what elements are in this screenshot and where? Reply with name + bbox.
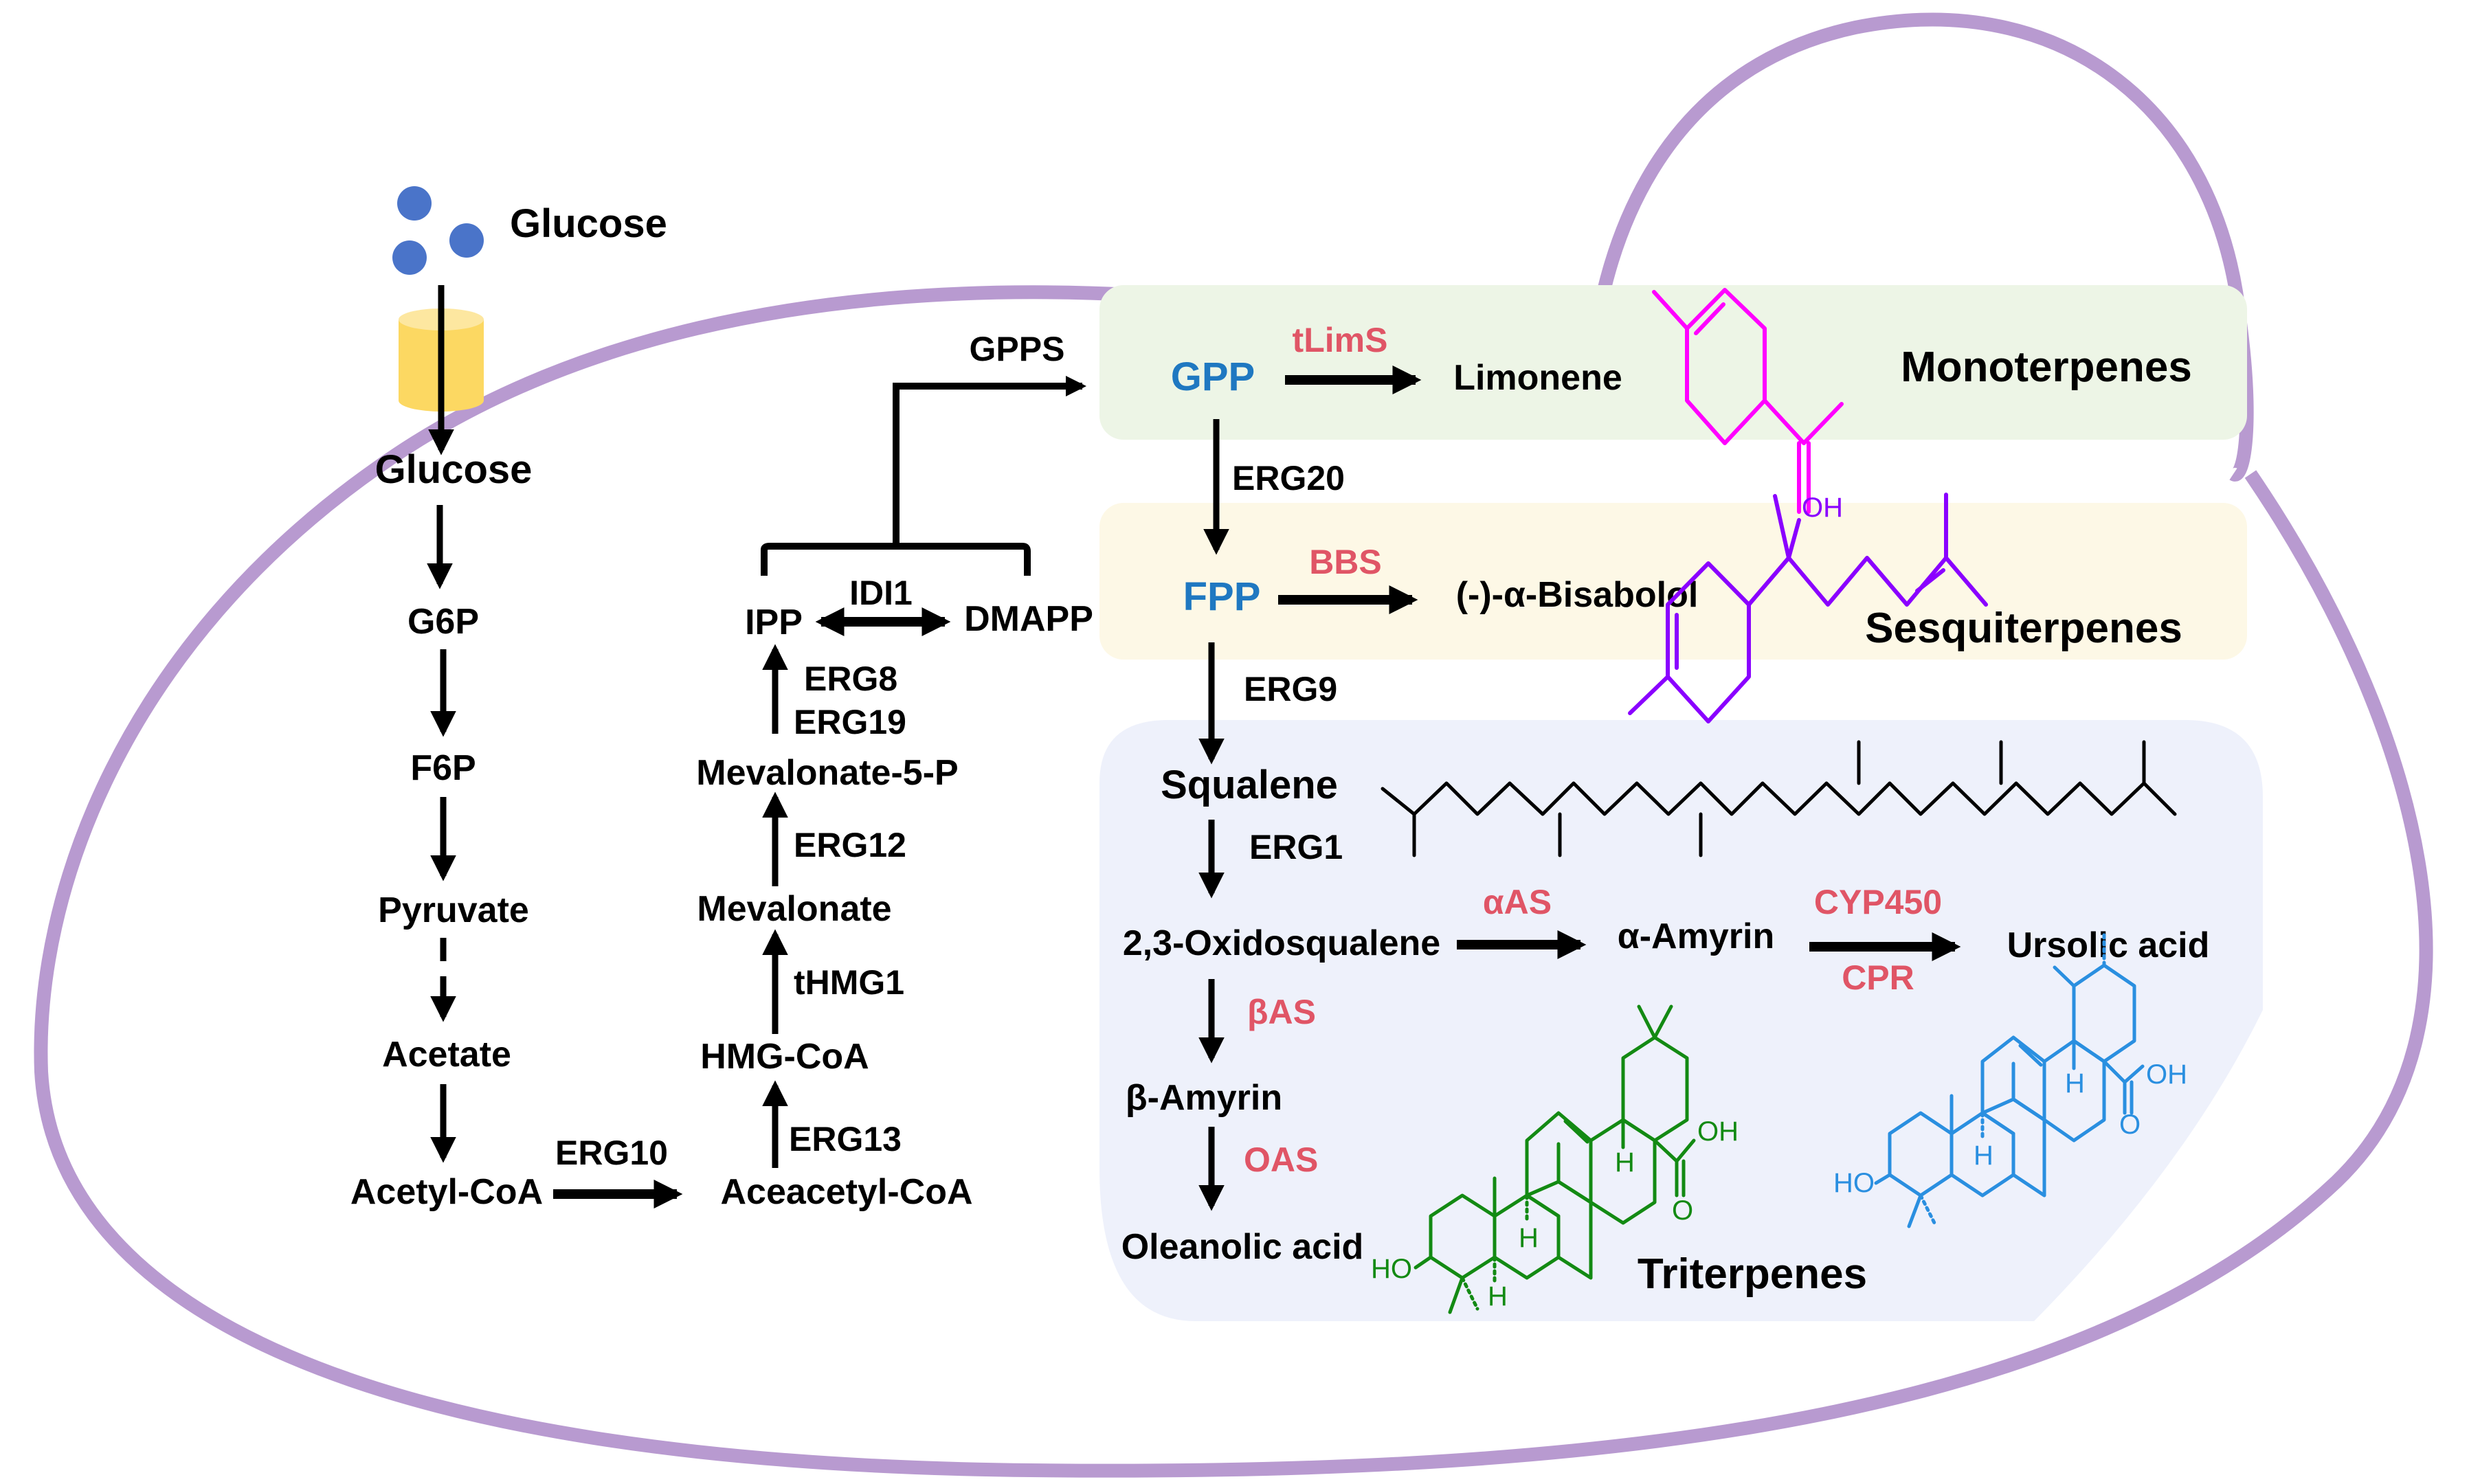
metabolite-ipp: IPP xyxy=(745,603,803,642)
metabolite-f6p: F6P xyxy=(410,748,476,788)
arrow-gpps xyxy=(893,376,1086,546)
enzyme-erg12: ERG12 xyxy=(794,826,906,864)
enzyme-erg9: ERG9 xyxy=(1244,670,1337,708)
metabolite-acetyl-coa: Acetyl-CoA xyxy=(350,1172,543,1212)
ursolic-acid-structure xyxy=(1874,932,2145,1228)
ursolic-h-label: H xyxy=(1974,1140,1993,1171)
ursolic-h-label: H xyxy=(2065,1068,2085,1099)
oleanolic-o-label: O xyxy=(1672,1195,1693,1226)
enzyme-tlims: tLimS xyxy=(1293,321,1388,359)
oleanolic-h-label: H xyxy=(1488,1281,1508,1312)
metabolite-oxidosqualene: 2,3-Oxidosqualene xyxy=(1123,923,1440,963)
oleanolic-h-label: H xyxy=(1519,1223,1539,1253)
metabolite-acetate: Acetate xyxy=(382,1035,511,1075)
metabolite-aceacetyl-coa: Aceacetyl-CoA xyxy=(720,1172,972,1212)
metabolite-oleanolic-acid: Oleanolic acid xyxy=(1121,1227,1364,1267)
metabolite-pyruvate: Pyruvate xyxy=(378,890,529,930)
bisabolol-oh-label: OH xyxy=(1802,493,1843,523)
metabolite-dmapp: DMAPP xyxy=(964,599,1093,639)
ursolic-o-label: O xyxy=(2119,1110,2141,1140)
oleanolic-oh-label: OH xyxy=(1697,1116,1739,1147)
class-triterpenes: Triterpenes xyxy=(1638,1250,1867,1298)
enzyme-beta-as: βAS xyxy=(1247,993,1316,1031)
squalene-structure xyxy=(1381,740,2177,857)
enzyme-cpr: CPR xyxy=(1842,958,1914,997)
enzyme-bbs: BBS xyxy=(1309,543,1382,581)
oleanolic-ho-label: HO xyxy=(1371,1254,1412,1284)
class-monoterpenes: Monoterpenes xyxy=(1901,344,2192,391)
enzyme-erg13: ERG13 xyxy=(789,1120,902,1158)
oleanolic-h-label: H xyxy=(1615,1147,1635,1178)
enzyme-erg10: ERG10 xyxy=(555,1134,668,1172)
glucose-molecule-dot xyxy=(449,223,484,258)
enzyme-idi1: IDI1 xyxy=(849,574,913,612)
extracellular-glucose-label: Glucose xyxy=(510,201,667,246)
enzyme-thmg1: tHMG1 xyxy=(794,963,904,1002)
metabolite-ursolic-acid: Ursolic acid xyxy=(2007,925,2210,965)
triterpene-panel xyxy=(1099,720,2263,1321)
ipp-dmapp-bracket xyxy=(761,543,1031,576)
precursor-fpp: FPP xyxy=(1183,574,1261,619)
product-limonene: Limonene xyxy=(1453,358,1622,398)
glucose-molecule-dot xyxy=(392,240,427,275)
sesquiterpene-panel xyxy=(1099,503,2247,660)
enzyme-cyp450: CYP450 xyxy=(1814,883,1942,921)
metabolite-squalene: Squalene xyxy=(1161,763,1338,807)
monoterpene-panel xyxy=(1099,285,2247,440)
class-sesquiterpenes: Sesquiterpenes xyxy=(1865,605,2182,652)
enzyme-erg1: ERG1 xyxy=(1249,828,1343,866)
precursor-gpp: GPP xyxy=(1171,355,1255,399)
enzyme-erg8: ERG8 xyxy=(804,660,897,698)
metabolite-g6p: G6P xyxy=(407,602,479,642)
metabolite-alpha-amyrin: α-Amyrin xyxy=(1618,917,1774,956)
mother-cell-membrane xyxy=(34,285,2433,1478)
ursolic-ho-label: HO xyxy=(1833,1168,1875,1198)
limonene-structure xyxy=(1652,288,1844,514)
metabolite-beta-amyrin: β-Amyrin xyxy=(1126,1078,1282,1118)
metabolite-hmg-coa: HMG-CoA xyxy=(700,1037,869,1077)
enzyme-oas: OAS xyxy=(1244,1140,1318,1179)
enzyme-erg20: ERG20 xyxy=(1232,459,1345,497)
ursolic-oh-label: OH xyxy=(2146,1059,2187,1090)
metabolite-mevalonate: Mevalonate xyxy=(697,889,891,929)
enzyme-erg19: ERG19 xyxy=(794,703,906,741)
glucose-molecule-dot xyxy=(397,186,432,221)
oleanolic-acid-structure xyxy=(1414,1004,1696,1314)
enzyme-gpps: GPPS xyxy=(970,330,1065,368)
bisabolol-structure xyxy=(1628,493,1988,723)
metabolite-mevalonate-5-p: Mevalonate-5-P xyxy=(696,753,958,793)
product-bisabolol: (-)-α-Bisabolol xyxy=(1456,575,1699,615)
enzyme-alpha-as: αAS xyxy=(1483,883,1552,921)
metabolite-glucose: Glucose xyxy=(375,447,533,492)
